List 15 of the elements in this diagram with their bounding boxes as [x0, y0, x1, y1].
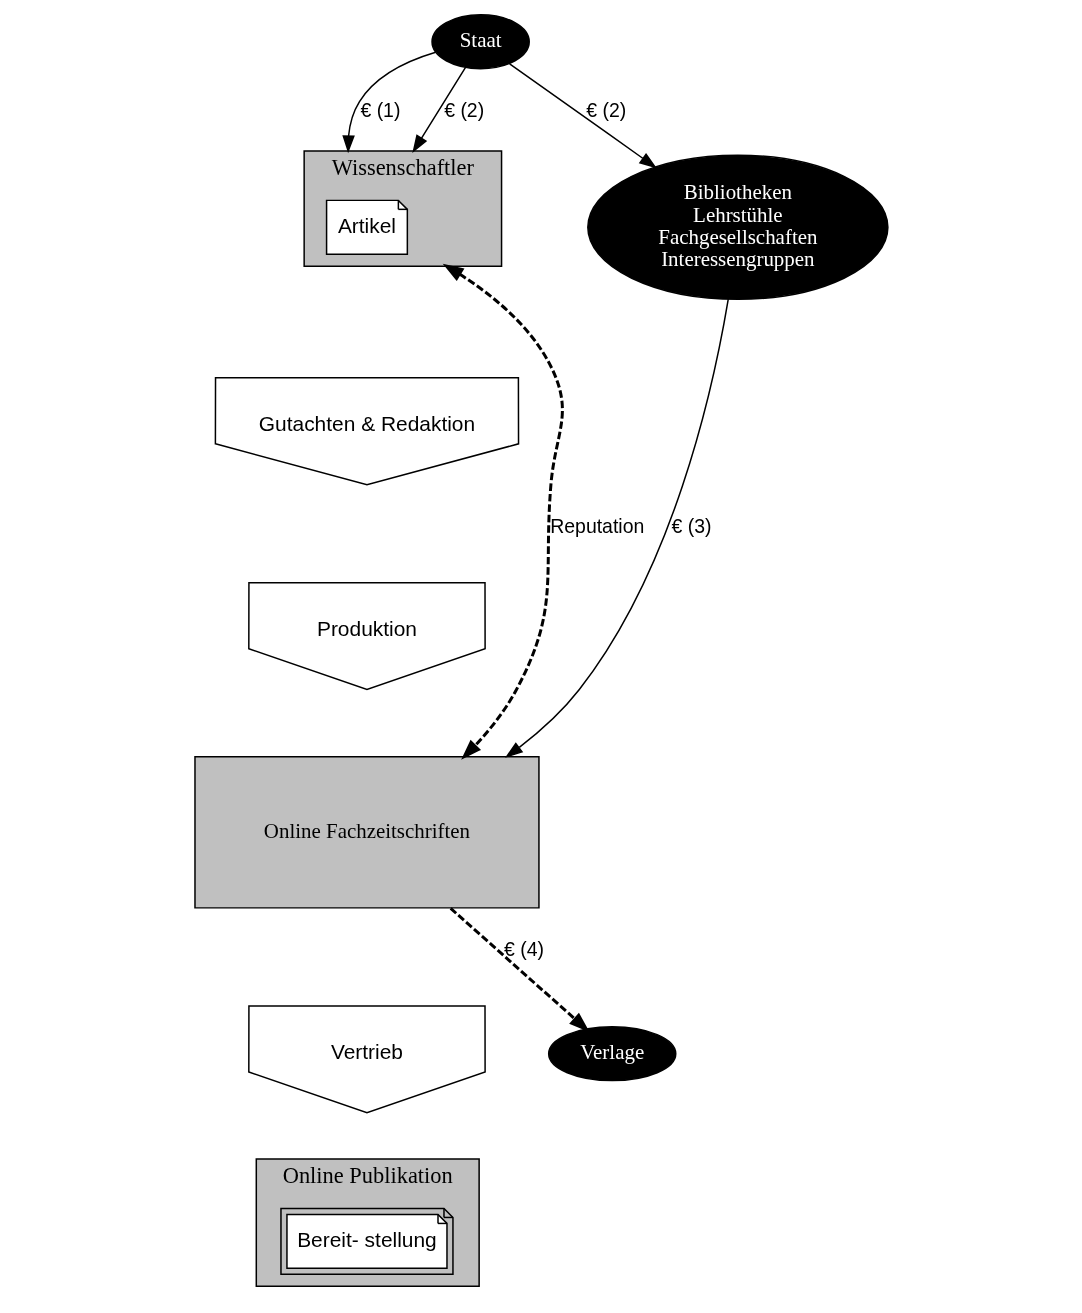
arrow [341, 51, 436, 154]
edge-label: € (1) [359, 99, 400, 122]
edge-label: € (2) [443, 99, 484, 122]
arrow [442, 263, 564, 760]
node-ellipse: Verlage [547, 1026, 676, 1082]
arrow [504, 298, 729, 758]
arrow [449, 907, 590, 1033]
edge-label: € (4) [503, 938, 544, 961]
node-box: Online Fachzeitschriften [193, 756, 540, 909]
edge-label: € (2) [585, 99, 626, 122]
node-ellipse: Staat [430, 14, 530, 70]
arrow [411, 66, 466, 153]
edge-label: € (3) [671, 515, 711, 538]
edge-label: Reputation [549, 515, 644, 538]
arrow [508, 63, 657, 169]
